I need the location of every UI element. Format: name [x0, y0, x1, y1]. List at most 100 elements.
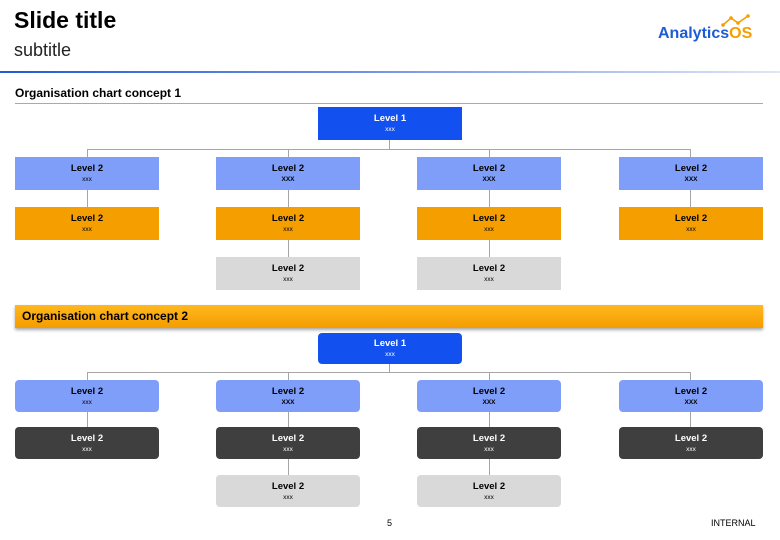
c2-col2-level2-third: Level 2 xxx [216, 475, 360, 507]
c1-level1-box: Level 1 xxx [318, 107, 462, 140]
box-label: Level 2 [70, 385, 104, 397]
connector [288, 149, 289, 157]
box-label: Level 2 [70, 432, 104, 444]
c2-col1-level2-top: Level 2 xxx [15, 380, 159, 412]
c1-col2-level2-top: Level 2 XXX [216, 157, 360, 190]
c1-col1-level2-top: Level 2 xxx [15, 157, 159, 190]
connector [288, 412, 289, 427]
box-label: Level 2 [472, 263, 506, 274]
connector [489, 149, 490, 157]
connector [489, 240, 490, 257]
analyticsos-logo: AnalyticsOS [658, 14, 753, 42]
box-sub: xxx [686, 226, 696, 233]
box-sub: xxx [484, 445, 494, 453]
box-sub: xxx [82, 226, 92, 233]
connector [690, 412, 691, 427]
box-sub: xxx [82, 445, 92, 453]
box-sub: XXX [482, 176, 496, 183]
connector [87, 149, 691, 150]
box-label: Level 2 [674, 213, 708, 224]
box-sub: xxx [283, 493, 293, 501]
connector [288, 190, 289, 207]
box-label: Level 2 [674, 385, 708, 397]
connector [389, 140, 390, 149]
slide-title: Slide title [14, 7, 117, 33]
box-label: Level 2 [271, 480, 305, 492]
connector [87, 412, 88, 427]
box-sub: xxx [82, 398, 92, 406]
c1-col4-level2-top: Level 2 XXX [619, 157, 763, 190]
box-label: Level 2 [271, 213, 305, 224]
box-label: Level 2 [674, 432, 708, 444]
c1-col1-level2-second: Level 2 xxx [15, 207, 159, 240]
c2-col2-level2-second: Level 2 xxx [216, 427, 360, 459]
c2-col3-level2-third: Level 2 xxx [417, 475, 561, 507]
classification-label: INTERNAL [711, 518, 756, 528]
box-sub: xxx [686, 445, 696, 453]
c1-col4-level2-second: Level 2 xxx [619, 207, 763, 240]
c1-col3-level2-third: Level 2 xxx [417, 257, 561, 290]
concept1-underline [15, 103, 763, 104]
box-label: Level 2 [271, 385, 305, 397]
box-sub: XXX [684, 398, 698, 406]
box-label: Level 1 [373, 113, 407, 124]
box-sub: xxx [385, 351, 395, 358]
box-label: Level 2 [472, 480, 506, 492]
box-sub: xxx [484, 493, 494, 501]
connector [87, 372, 691, 373]
c2-col1-level2-second: Level 2 xxx [15, 427, 159, 459]
connector [489, 459, 490, 475]
box-sub: xxx [484, 276, 494, 283]
concept2-title: Organisation chart concept 2 [22, 309, 189, 323]
box-sub: xxx [385, 126, 395, 133]
connector [690, 372, 691, 380]
box-label: Level 2 [674, 163, 708, 174]
logo-text-os: OS [729, 25, 752, 42]
c2-col4-level2-top: Level 2 XXX [619, 380, 763, 412]
box-label: Level 2 [472, 163, 506, 174]
svg-text:AnalyticsOS: AnalyticsOS [658, 25, 753, 42]
c2-col4-level2-second: Level 2 xxx [619, 427, 763, 459]
box-label: Level 2 [472, 213, 506, 224]
box-sub: xxx [283, 276, 293, 283]
box-label: Level 1 [373, 338, 407, 349]
c1-col3-level2-top: Level 2 XXX [417, 157, 561, 190]
box-label: Level 2 [472, 385, 506, 397]
box-label: Level 2 [271, 432, 305, 444]
box-sub: xxx [484, 226, 494, 233]
box-label: Level 2 [472, 432, 506, 444]
c2-col3-level2-top: Level 2 XXX [417, 380, 561, 412]
concept2-header-bar [15, 305, 763, 328]
c1-col2-level2-third: Level 2 xxx [216, 257, 360, 290]
c2-col3-level2-second: Level 2 xxx [417, 427, 561, 459]
c2-col2-level2-top: Level 2 XXX [216, 380, 360, 412]
concept1-title: Organisation chart concept 1 [15, 86, 182, 100]
connector [690, 149, 691, 157]
box-sub: XXX [684, 176, 698, 183]
box-sub: XXX [482, 398, 496, 406]
header-divider [0, 71, 780, 73]
connector [489, 372, 490, 380]
connector [288, 372, 289, 380]
box-sub: xxx [283, 226, 293, 233]
c1-col2-level2-second: Level 2 xxx [216, 207, 360, 240]
logo-trend-icon [722, 15, 749, 26]
connector [288, 459, 289, 475]
connector [489, 190, 490, 207]
slide-subtitle: subtitle [14, 40, 72, 60]
box-sub: xxx [283, 445, 293, 453]
box-sub: XXX [281, 398, 295, 406]
connector [690, 190, 691, 207]
box-label: Level 2 [70, 163, 104, 174]
logo-text-main: Analytics [658, 25, 729, 42]
connector [87, 149, 88, 157]
box-sub: xxx [82, 176, 92, 183]
box-label: Level 2 [271, 263, 305, 274]
box-label: Level 2 [70, 213, 104, 224]
box-sub: XXX [281, 176, 295, 183]
c2-level1-box: Level 1 xxx [318, 333, 462, 364]
c1-col3-level2-second: Level 2 xxx [417, 207, 561, 240]
connector [489, 412, 490, 427]
connector [87, 190, 88, 207]
box-label: Level 2 [271, 163, 305, 174]
